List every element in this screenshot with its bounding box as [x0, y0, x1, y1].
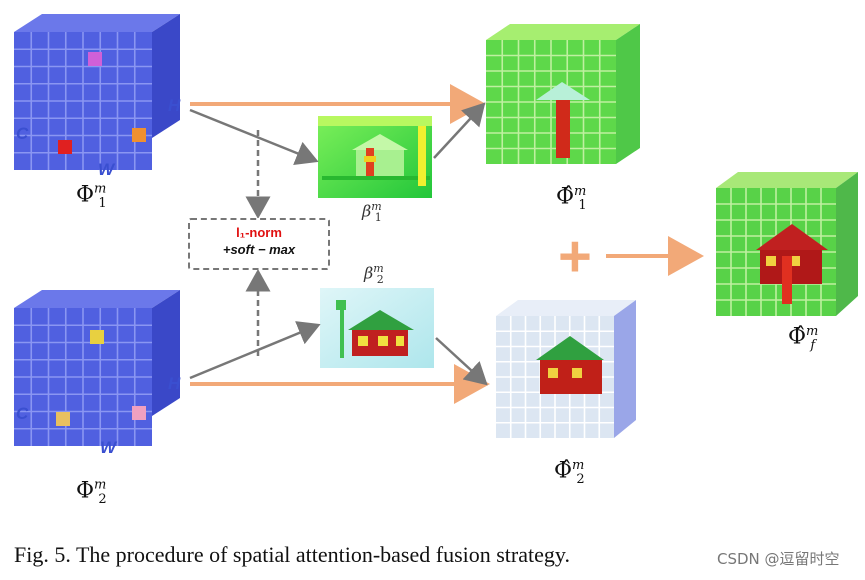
gray-arrow-beta1-out	[433, 102, 486, 159]
label-phi1: Φm1	[76, 182, 107, 211]
label-phif-hat-symbol: Φ̂	[788, 324, 807, 350]
feature-cube-phi1-hat	[486, 24, 640, 164]
feature-cube-phif-hat	[716, 172, 858, 316]
highlight-cell	[132, 406, 146, 420]
label-phi2-hat-symbol: Φ̂	[554, 458, 573, 484]
axis-c-top: C	[16, 124, 29, 143]
label-phi2-symbol: Φ	[76, 478, 95, 504]
label-beta2-sup: m	[373, 262, 384, 275]
gray-arrow-to-beta2	[189, 321, 321, 380]
label-phif-hat-sup: m	[806, 324, 819, 339]
axis-c-bottom: C	[16, 404, 29, 423]
label-beta1-sub: 1	[374, 210, 382, 224]
label-phif-hat-sub: f	[810, 337, 816, 353]
label-beta1-sup: m	[371, 200, 382, 213]
l1-norm-label: l₁-norm	[236, 225, 282, 240]
label-phi1-sub: 1	[98, 195, 107, 211]
highlight-cell	[88, 52, 102, 66]
label-phif-hat: Φ̂mf	[788, 324, 819, 353]
label-phi2-hat-sub: 2	[576, 471, 585, 487]
label-phi1-hat: Φ̂m1	[556, 184, 587, 213]
watermark: CSDN @逗留时空	[717, 550, 840, 568]
axis-w-top: W	[98, 160, 115, 179]
label-beta1: βm1	[362, 200, 382, 224]
highlight-cell	[132, 128, 146, 142]
highlight-cell	[58, 140, 72, 154]
label-phi1-sup: m	[94, 182, 107, 197]
feature-cube-phi2	[14, 290, 180, 446]
label-beta2-sub: 2	[376, 272, 384, 286]
label-beta1-symbol: β	[362, 201, 372, 221]
label-phi1-hat-sup: m	[574, 184, 587, 199]
plus-sign: +	[558, 224, 592, 289]
label-beta2: βm2	[364, 262, 384, 286]
highlight-cell	[56, 412, 70, 426]
norm-softmax-box: l₁-norm +soft − max	[188, 218, 330, 270]
label-phi2: Φm2	[76, 478, 107, 507]
attention-map-beta2	[320, 288, 434, 368]
label-phi2-sub: 2	[98, 491, 107, 507]
axis-h-bottom: H	[168, 374, 181, 393]
label-phi2-hat-sup: m	[572, 458, 585, 473]
label-phi2-hat: Φ̂m2	[554, 458, 585, 487]
gray-arrow-beta2-out	[435, 337, 488, 386]
attention-map-beta1	[318, 116, 432, 198]
feature-cube-phi1	[14, 14, 180, 170]
label-phi1-hat-sub: 1	[578, 197, 587, 213]
figure-caption: Fig. 5. The procedure of spatial attenti…	[14, 542, 570, 567]
label-phi1-hat-symbol: Φ̂	[556, 184, 575, 210]
feature-cube-phi2-hat	[496, 300, 636, 438]
softmax-label: +soft − max	[222, 242, 296, 257]
gray-arrow-to-beta1	[189, 108, 319, 166]
label-beta2-symbol: β	[364, 263, 374, 283]
axis-w-bottom: W	[100, 438, 117, 457]
axis-h-top: H	[168, 96, 181, 115]
label-phi1-symbol: Φ	[76, 182, 95, 208]
label-phi2-sup: m	[94, 478, 107, 493]
highlight-cell	[90, 330, 104, 344]
